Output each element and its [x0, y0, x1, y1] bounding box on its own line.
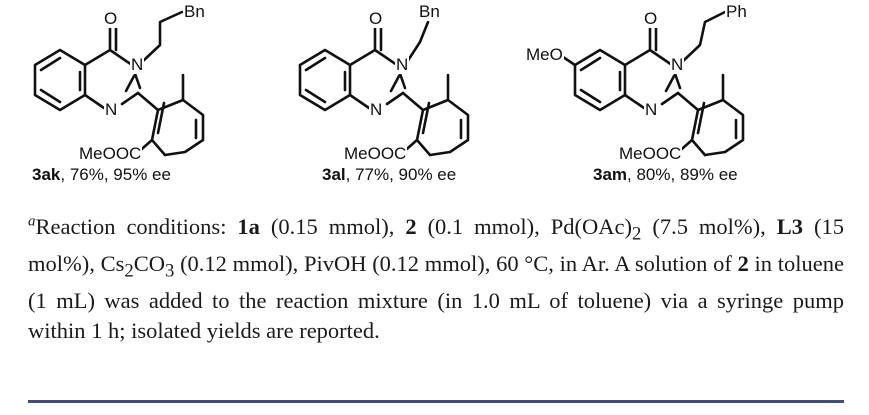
footnote-part: (0.15 mmol),	[259, 214, 406, 239]
footnote-part: (0.12 mmol), PivOH (0.12 mmol), 60 °C, i…	[174, 251, 738, 276]
table-bottom-rule	[28, 400, 844, 403]
footnote-part: CO	[133, 251, 165, 276]
nitrogen-label: N	[130, 55, 145, 74]
compound-structures: O N N Bn MeOOC O N N Bn MeOOC O N N Ph M…	[0, 0, 869, 190]
footnote-subscript: 3	[164, 260, 175, 282]
compound-id: 3al	[322, 165, 346, 184]
nitrogen-label: N	[644, 100, 659, 119]
ester-label: MeOOC	[343, 144, 408, 163]
footnote-compound: 2	[737, 251, 749, 276]
nitrogen-label: N	[104, 100, 119, 119]
nitrogen-label: N	[395, 55, 410, 74]
footnote-text: aReaction conditions: 1a (0.15 mmol), 2 …	[28, 212, 844, 345]
nitrogen-label: N	[369, 100, 384, 119]
structure-3al	[298, 20, 470, 157]
footnote-subscript: 2	[124, 260, 134, 282]
table-footnote: aReaction conditions: 1a (0.15 mmol), 2 …	[28, 212, 844, 345]
footnote-part: (15 mol%), Cs	[28, 214, 844, 276]
compound-caption-3ak: 3ak, 76%, 95% ee	[32, 165, 171, 185]
oxygen-label: O	[643, 9, 659, 28]
compound-yield: , 80%, 89% ee	[627, 165, 738, 184]
structure-3ak	[33, 10, 205, 157]
footnote-marker: a	[28, 213, 36, 230]
footnote-part: in toluene (1 mL) was added to the react…	[28, 251, 844, 343]
substituent-label: Bn	[183, 2, 206, 21]
structure-3am	[558, 10, 745, 157]
footnote-part: (0.1 mmol), Pd(OAc)	[416, 214, 632, 239]
oxygen-label: O	[103, 9, 119, 28]
footnote-part: (7.5 mol%),	[641, 214, 777, 239]
compound-id: 3am	[593, 165, 628, 184]
ester-label: MeOOC	[78, 144, 143, 163]
substituent-label: Ph	[725, 2, 748, 21]
nitrogen-label: N	[670, 55, 685, 74]
footnote-compound: 2	[405, 214, 417, 239]
compound-caption-3al: 3al, 77%, 90% ee	[322, 165, 456, 185]
compound-yield: , 77%, 90% ee	[345, 165, 457, 184]
compound-yield: , 76%, 95% ee	[60, 165, 171, 184]
compound-caption-3am: 3am, 80%, 89% ee	[593, 165, 738, 185]
footnote-subscript: 2	[631, 223, 642, 245]
methoxy-label: MeO	[525, 45, 564, 64]
substituent-label: Bn	[418, 2, 441, 21]
compound-id: 3ak	[32, 165, 61, 184]
ester-label: MeOOC	[618, 144, 683, 163]
footnote-compound: 1a	[237, 214, 260, 239]
footnote-part: Reaction conditions:	[35, 214, 238, 239]
structure-bonds	[33, 10, 745, 157]
footnote-compound: L3	[776, 214, 804, 239]
oxygen-label: O	[368, 9, 384, 28]
